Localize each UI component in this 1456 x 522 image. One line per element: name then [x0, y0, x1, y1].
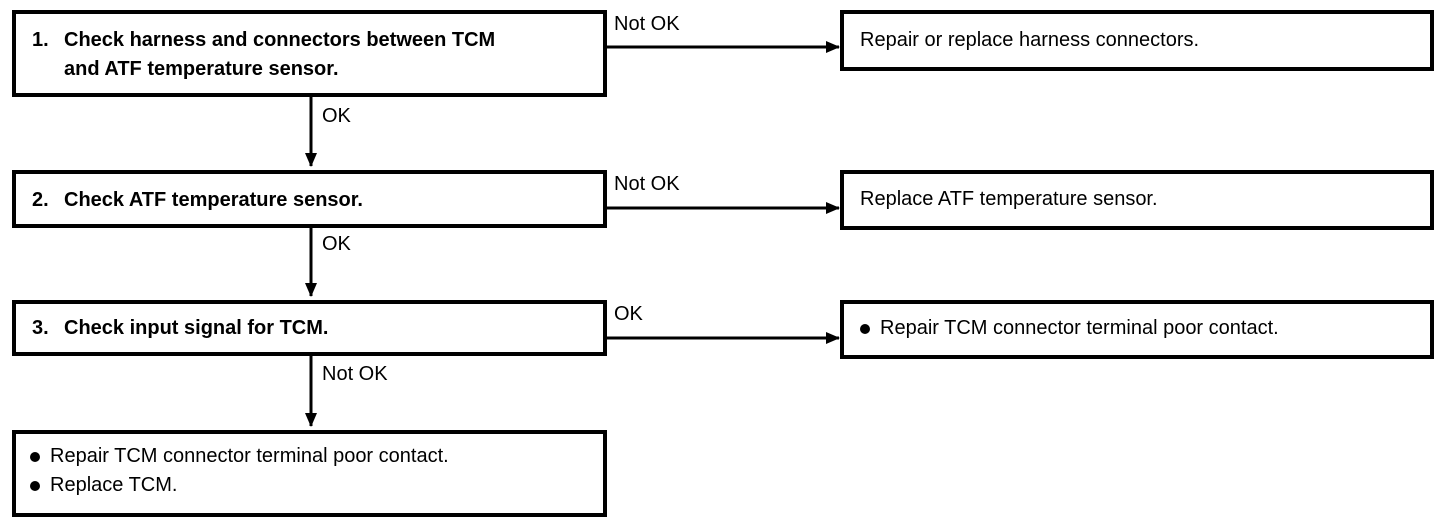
step-3-text: Check input signal for TCM.	[64, 317, 329, 339]
step-1-box: 1. Check harness and connectors between …	[12, 10, 607, 97]
step-3-number: 3.	[32, 317, 49, 339]
bullet-icon	[860, 323, 870, 334]
result-3-text: Repair TCM connector terminal poor conta…	[880, 317, 1279, 339]
step-1-number: 1.	[32, 29, 49, 51]
bullet-icon	[30, 480, 40, 491]
label-step1-ok: OK	[322, 105, 351, 127]
label-step3-ok: OK	[614, 303, 643, 325]
label-step3-not-ok: Not OK	[322, 363, 388, 385]
label-step2-not-ok: Not OK	[614, 173, 680, 195]
result-1-box: Repair or replace harness connectors.	[840, 10, 1434, 71]
result-1-text: Repair or replace harness connectors.	[860, 29, 1200, 51]
step-2-number: 2.	[32, 189, 49, 211]
label-step2-ok: OK	[322, 233, 351, 255]
result-2-text: Replace ATF temperature sensor.	[860, 188, 1158, 210]
result-3-box: Repair TCM connector terminal poor conta…	[840, 300, 1434, 359]
result-4-box: Repair TCM connector terminal poor conta…	[12, 430, 607, 517]
step-2-text: Check ATF temperature sensor.	[64, 189, 363, 211]
bullet-icon	[30, 451, 40, 462]
result-2-box: Replace ATF temperature sensor.	[840, 170, 1434, 230]
label-step1-not-ok: Not OK	[614, 13, 680, 35]
step-1-text-line-1: Check harness and connectors between TCM	[64, 29, 496, 51]
result-4-item-1: Repair TCM connector terminal poor conta…	[50, 445, 449, 467]
step-2-box: 2. Check ATF temperature sensor.	[12, 170, 607, 228]
result-4-item-2: Replace TCM.	[50, 474, 178, 496]
step-3-box: 3. Check input signal for TCM.	[12, 300, 607, 356]
step-1-text-line-2: and ATF temperature sensor.	[64, 58, 339, 80]
